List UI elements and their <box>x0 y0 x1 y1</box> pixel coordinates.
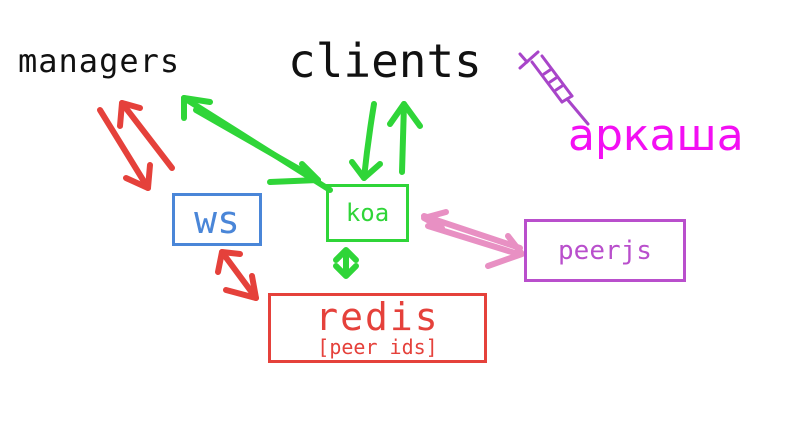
arrow-koa-redis <box>333 247 359 279</box>
node-ws: ws <box>172 193 262 246</box>
node-ws-label: ws <box>194 197 240 242</box>
arrow-managers-koa <box>181 95 333 193</box>
node-peerjs: peerjs <box>524 219 686 282</box>
label-clients: clients <box>288 34 482 88</box>
arrow-clients-koa <box>349 101 423 181</box>
node-redis-title: redis <box>315 295 440 339</box>
node-redis-subtitle: [peer ids] <box>317 335 438 359</box>
node-koa: koa <box>326 184 409 242</box>
node-redis: redis [peer ids] <box>268 293 487 363</box>
label-managers: managers <box>18 42 181 80</box>
syringe-icon <box>518 50 590 126</box>
arrow-ws-redis <box>215 249 259 301</box>
node-koa-label: koa <box>345 199 390 227</box>
label-arkasha: аркаша <box>568 110 744 161</box>
arrow-managers-ws <box>97 100 175 191</box>
node-peerjs-label: peerjs <box>558 235 652 266</box>
arrow-koa-peerjs <box>421 209 525 269</box>
